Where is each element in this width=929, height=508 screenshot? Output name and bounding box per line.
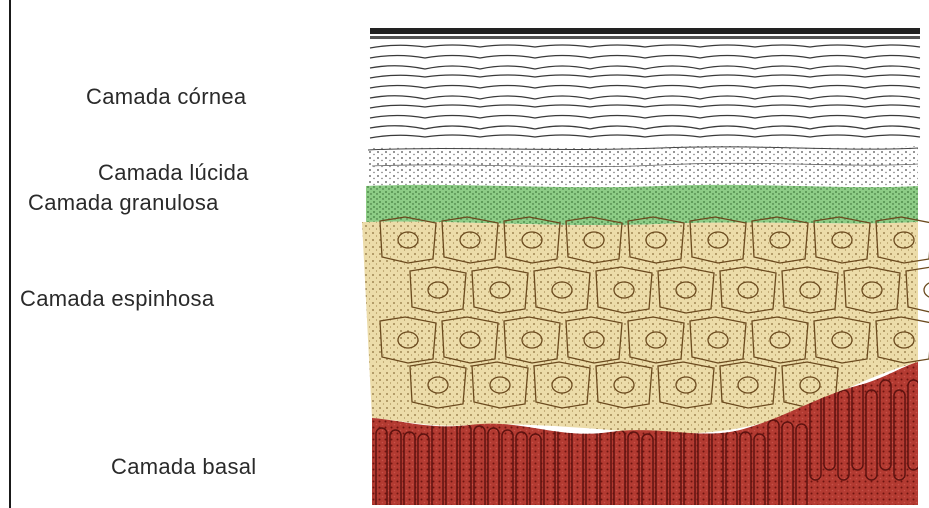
label-camada-granulosa: Camada granulosa — [28, 190, 219, 216]
label-camada-basal: Camada basal — [111, 454, 256, 480]
stratum-corneum — [370, 45, 920, 138]
stratum-lucidum — [368, 146, 918, 186]
label-camada-espinhosa: Camada espinhosa — [20, 286, 214, 312]
label-camada-lucida: Camada lúcida — [98, 160, 249, 186]
label-camada-cornea: Camada córnea — [86, 84, 246, 110]
cornea-top-band — [370, 28, 920, 39]
